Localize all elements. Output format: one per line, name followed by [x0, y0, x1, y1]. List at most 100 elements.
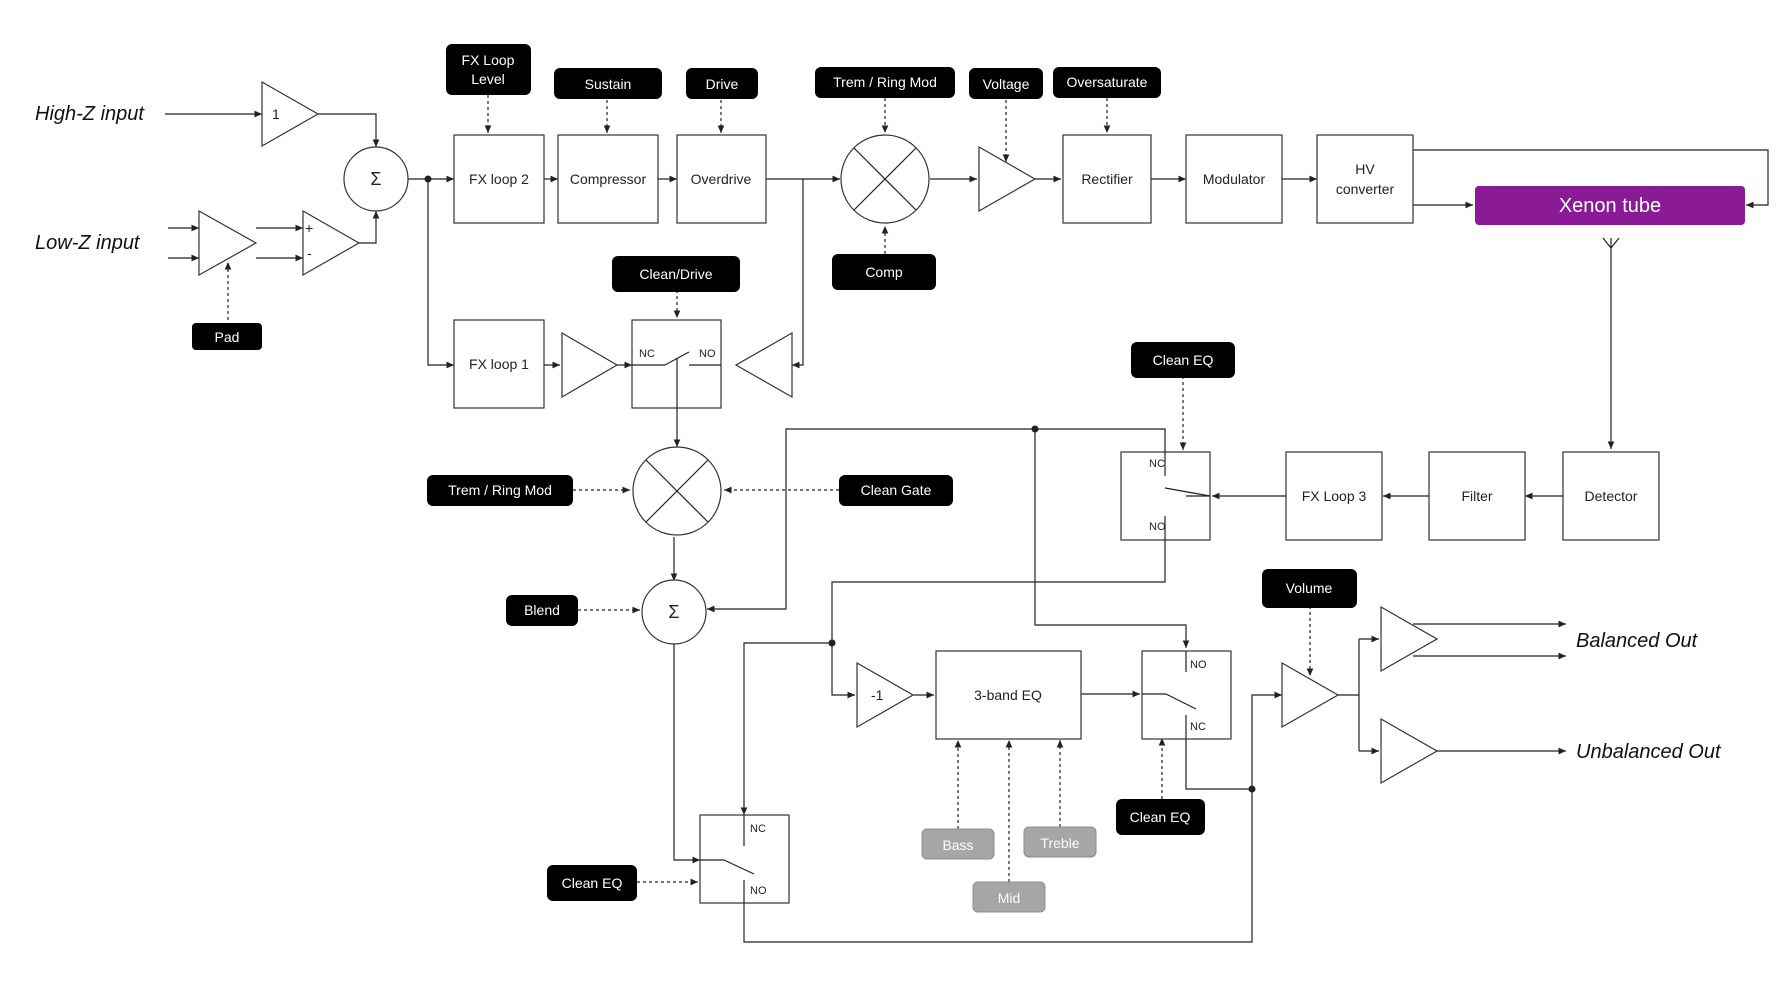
svg-text:Volume: Volume	[1286, 580, 1333, 596]
detector-label: Detector	[1585, 488, 1638, 504]
blend-sum-symbol: Σ	[668, 602, 679, 622]
control-treble[interactable]: Treble	[1023, 826, 1097, 858]
svg-text:NC: NC	[750, 823, 766, 835]
control-voltage[interactable]: Voltage	[969, 68, 1043, 99]
control-pad[interactable]: Pad	[192, 323, 262, 350]
modulator-block	[1185, 134, 1283, 224]
control-lines	[224, 95, 1314, 886]
svg-text:NC: NC	[1190, 721, 1206, 733]
fx-loop-2-label: FX loop 2	[469, 171, 529, 187]
svg-text:Pad: Pad	[215, 329, 240, 345]
control-clean-eq-mid[interactable]: Clean EQ	[1116, 799, 1205, 835]
control-sustain[interactable]: Sustain	[554, 68, 662, 99]
eq-3band-label: 3-band EQ	[974, 687, 1042, 703]
modulator-label: Modulator	[1203, 171, 1266, 187]
fx-loop-3-block	[1285, 451, 1383, 541]
unbalanced-out-label: Unbalanced Out	[1576, 741, 1722, 763]
svg-text:Clean EQ: Clean EQ	[1153, 352, 1214, 368]
low-z-preamp	[198, 209, 258, 277]
unity-gain-label: 1	[272, 106, 280, 122]
clean-eq-right-switch: NO NC	[1141, 650, 1232, 740]
svg-text:NO: NO	[1190, 659, 1207, 671]
wires	[165, 110, 1769, 943]
hv-converter-label-1: HV	[1355, 161, 1375, 177]
svg-text:Voltage: Voltage	[983, 76, 1030, 92]
svg-text:Clean/Drive: Clean/Drive	[639, 266, 712, 282]
control-mid[interactable]: Mid	[972, 881, 1046, 913]
input-sum-symbol: Σ	[370, 169, 381, 189]
control-trem-ring-mod-mid[interactable]: Trem / Ring Mod	[427, 475, 573, 506]
inverter-amp	[856, 661, 915, 729]
svg-text:Comp: Comp	[865, 264, 903, 280]
control-clean-gate[interactable]: Clean Gate	[839, 475, 953, 506]
control-oversaturate[interactable]: Oversaturate	[1053, 67, 1161, 98]
svg-text:NO: NO	[750, 885, 767, 897]
filter-label: Filter	[1461, 488, 1492, 504]
svg-text:NC: NC	[639, 348, 655, 360]
fx-loop-3-label: FX Loop 3	[1302, 488, 1367, 504]
control-bass[interactable]: Bass	[921, 828, 995, 860]
differential-amp	[302, 209, 361, 277]
fx-loop-1-buffer-amp	[561, 331, 619, 399]
control-drive[interactable]: Drive	[686, 68, 758, 99]
control-clean-drive[interactable]: Clean/Drive	[612, 256, 740, 292]
trem-ring-mod-mixer-top	[840, 134, 930, 224]
svg-text:Bass: Bass	[942, 837, 973, 853]
hv-converter-label-2: converter	[1336, 181, 1395, 197]
control-volume[interactable]: Volume	[1262, 569, 1357, 608]
svg-text:Drive: Drive	[706, 76, 739, 92]
control-trem-ring-mod-top[interactable]: Trem / Ring Mod	[815, 67, 955, 98]
fx-loop-2-block	[453, 134, 545, 224]
balanced-out-label: Balanced Out	[1576, 630, 1699, 652]
xenon-tube-block	[1475, 186, 1745, 225]
svg-text:Clean Gate: Clean Gate	[861, 482, 932, 498]
low-z-input-label: Low-Z input	[35, 232, 141, 254]
rectifier-label: Rectifier	[1081, 171, 1133, 187]
svg-text:Level: Level	[471, 71, 504, 87]
clean-drive-switch: NC NO	[631, 319, 722, 409]
fx-loop-1-block	[453, 319, 545, 409]
control-comp[interactable]: Comp	[832, 254, 936, 290]
hv-converter-block	[1316, 134, 1414, 224]
detector-block	[1562, 451, 1660, 541]
amplifiers: 1 + - -1	[198, 80, 1439, 785]
trem-ring-mod-mixer-mid	[632, 446, 722, 536]
svg-text:Clean EQ: Clean EQ	[1130, 809, 1191, 825]
filter-block	[1428, 451, 1526, 541]
svg-text:NO: NO	[1149, 521, 1166, 533]
overdrive-block	[676, 134, 767, 224]
eq-3band-block	[935, 650, 1082, 740]
input-summing-junction	[343, 146, 409, 212]
overdrive-label: Overdrive	[691, 171, 752, 187]
xenon-tube-label: Xenon tube	[1559, 195, 1661, 217]
compressor-block	[557, 134, 659, 224]
control-fx-loop-level[interactable]: FX Loop Level	[446, 44, 531, 95]
svg-text:Clean EQ: Clean EQ	[562, 875, 623, 891]
clean-eq-bottom-switch: NC NO	[699, 814, 790, 904]
control-clean-eq-bottom[interactable]: Clean EQ	[547, 865, 637, 901]
diff-minus-label: -	[307, 245, 312, 261]
control-clean-eq-top[interactable]: Clean EQ	[1131, 342, 1235, 378]
rectifier-block	[1062, 134, 1152, 224]
svg-text:Trem / Ring Mod: Trem / Ring Mod	[448, 482, 552, 498]
svg-text:FX Loop: FX Loop	[462, 52, 515, 68]
svg-text:NO: NO	[699, 348, 716, 360]
overdrive-return-buffer-amp	[734, 331, 793, 399]
svg-text:Blend: Blend	[524, 602, 560, 618]
voltage-buffer-amp	[978, 145, 1037, 213]
volume-amp	[1281, 661, 1340, 729]
high-z-buffer-amp	[261, 80, 320, 148]
control-blend[interactable]: Blend	[506, 595, 578, 626]
balanced-out-driver	[1380, 605, 1439, 673]
high-z-input-label: High-Z input	[35, 103, 145, 125]
blend-summing-junction	[641, 579, 707, 645]
clean-eq-top-switch: NC NO	[1120, 451, 1211, 541]
svg-text:Oversaturate: Oversaturate	[1067, 74, 1148, 90]
svg-text:Sustain: Sustain	[585, 76, 632, 92]
unbalanced-out-driver	[1380, 717, 1439, 785]
svg-text:Mid: Mid	[998, 890, 1021, 906]
svg-text:Treble: Treble	[1040, 835, 1079, 851]
svg-text:Trem / Ring Mod: Trem / Ring Mod	[833, 74, 937, 90]
diff-plus-label: +	[305, 220, 313, 236]
